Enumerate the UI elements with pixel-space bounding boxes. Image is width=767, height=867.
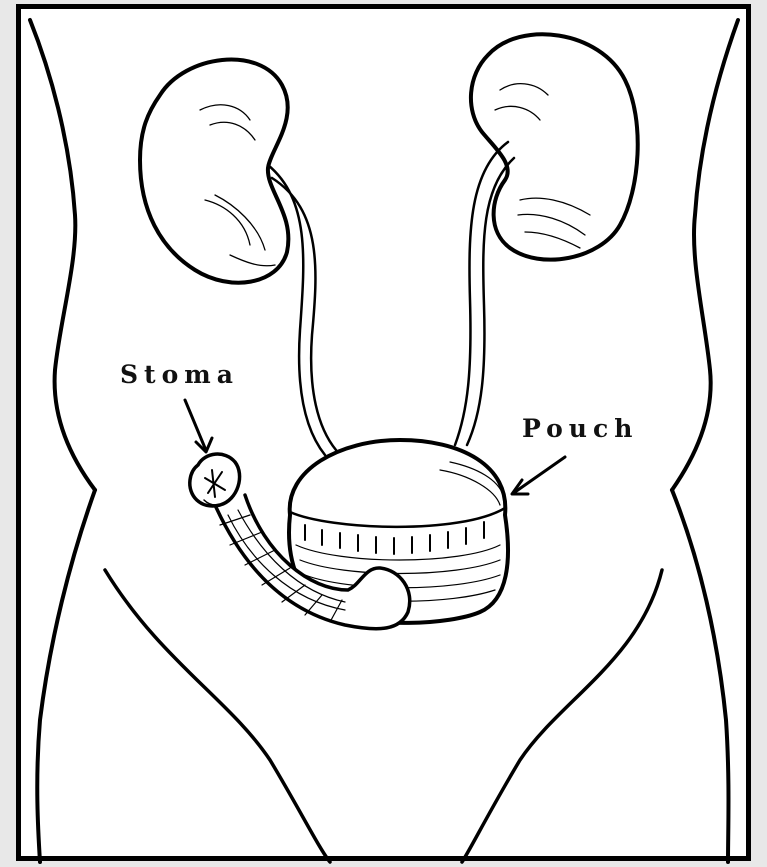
stoma-label: Stoma — [120, 360, 239, 389]
pouch-label: Pouch — [522, 414, 638, 443]
stoma-arrow — [185, 400, 212, 452]
pouch-arrow — [512, 457, 565, 494]
stoma-opening — [190, 454, 240, 506]
right-kidney — [471, 34, 638, 259]
left-kidney — [140, 60, 288, 283]
